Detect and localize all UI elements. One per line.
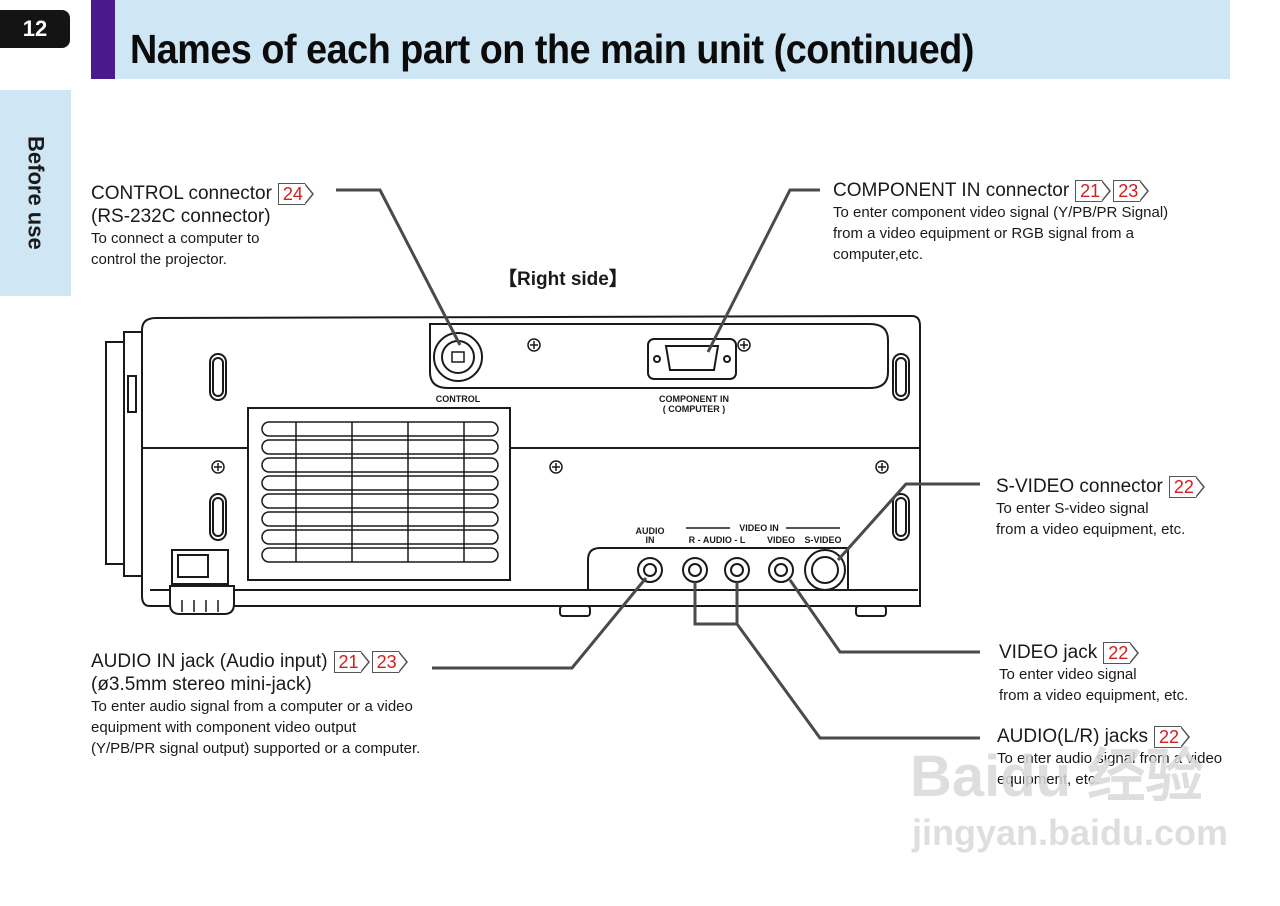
callout-audio-in-subtitle: (ø3.5mm stereo mini-jack) bbox=[91, 674, 312, 695]
panel-label-component-in: COMPONENT IN bbox=[658, 394, 729, 404]
page-ref-23[interactable]: 23 bbox=[1113, 179, 1150, 202]
callout-audio-lr: AUDIO(L/R) jacks 22 To enter audio signa… bbox=[997, 725, 1222, 790]
page-number: 12 bbox=[0, 10, 70, 48]
side-tab-label: Before use bbox=[23, 136, 49, 250]
side-tab bbox=[0, 90, 71, 296]
ref-arrow-icon bbox=[1139, 179, 1150, 202]
panel-label-video-in: VIDEO IN bbox=[739, 523, 779, 533]
ref-arrow-icon bbox=[397, 650, 408, 673]
callout-component-desc-1: To enter component video signal (Y/PB/PR… bbox=[833, 204, 1169, 221]
panel-label-computer: ( COMPUTER ) bbox=[662, 404, 726, 414]
audio-l-jack bbox=[724, 557, 750, 583]
callout-audio-lr-desc-1: To enter audio signal from a video bbox=[997, 750, 1223, 767]
callout-component-desc-3: computer,etc. bbox=[833, 246, 924, 263]
callout-control-title: CONTROL connector bbox=[91, 183, 272, 204]
callout-control-subtitle: (RS-232C connector) bbox=[91, 206, 271, 227]
callout-video-jack-title: VIDEO jack bbox=[999, 642, 1098, 663]
lens-marker bbox=[127, 375, 137, 413]
panel-label-r-audio-l: R - AUDIO - L bbox=[688, 535, 746, 545]
page-ref-21[interactable]: 21 bbox=[333, 650, 370, 673]
callout-svideo-desc-1: To enter S-video signal bbox=[996, 500, 1149, 517]
ref-arrow-icon bbox=[1129, 641, 1140, 664]
audio-r-jack bbox=[682, 557, 708, 583]
callout-control-desc-1: To connect a computer to bbox=[91, 230, 260, 247]
page-title: Names of each part on the main unit (con… bbox=[130, 26, 974, 72]
leader-video-jack bbox=[788, 579, 980, 654]
watermark-logo: Baidu 经验 bbox=[910, 744, 1204, 809]
callout-audio-lr-desc-2: equipment, etc. bbox=[997, 771, 1100, 788]
view-label: 【Right side】 bbox=[498, 269, 628, 290]
leader-component bbox=[706, 188, 820, 353]
ref-arrow-icon bbox=[303, 182, 314, 205]
page-ref-24[interactable]: 24 bbox=[277, 182, 314, 205]
watermark-url: jingyan.baidu.com bbox=[912, 812, 1229, 853]
audio-in-jack bbox=[637, 557, 663, 583]
page-ref-22[interactable]: 22 bbox=[1168, 475, 1205, 498]
page-ref-21[interactable]: 21 bbox=[1075, 179, 1112, 202]
video-jack bbox=[768, 557, 794, 583]
leader-control bbox=[336, 188, 462, 346]
callout-svideo-desc-2: from a video equipment, etc. bbox=[996, 521, 1186, 538]
panel-label-video: VIDEO bbox=[766, 535, 795, 545]
callout-video-jack-desc-1: To enter video signal bbox=[999, 666, 1137, 683]
callout-audio-lr-title: AUDIO(L/R) jacks bbox=[997, 726, 1148, 747]
page-ref-22[interactable]: 22 bbox=[1103, 641, 1140, 664]
leader-svideo bbox=[836, 482, 980, 562]
callout-video-jack-desc-2: from a video equipment, etc. bbox=[999, 687, 1189, 704]
callout-component-desc-2: from a video equipment or RGB signal fro… bbox=[833, 225, 1134, 242]
header-accent bbox=[91, 0, 115, 79]
panel-label-s-video: S-VIDEO bbox=[804, 535, 842, 545]
callout-svideo-title: S-VIDEO connector bbox=[996, 476, 1163, 497]
leader-audio-in bbox=[432, 577, 648, 670]
ref-arrow-icon bbox=[1180, 725, 1190, 748]
leader-audio-lr-bracket bbox=[693, 582, 739, 626]
callout-control-desc-2: control the projector. bbox=[91, 251, 227, 268]
ref-arrow-icon bbox=[1101, 179, 1112, 202]
panel-label-audio-in-1: AUDIO bbox=[635, 526, 665, 536]
callout-audio-in-desc-2: equipment with component video output bbox=[91, 719, 357, 736]
callout-audio-in-desc-3: (Y/PB/PR signal output) supported or a c… bbox=[91, 740, 421, 757]
page-ref-23[interactable]: 23 bbox=[371, 650, 408, 673]
callout-video-jack: VIDEO jack 22 To enter video signal from… bbox=[999, 641, 1188, 706]
component-in-dsub bbox=[664, 345, 720, 371]
panel-label-control: CONTROL bbox=[435, 394, 481, 404]
panel-label-audio-in-2: IN bbox=[645, 535, 655, 545]
header-bar bbox=[91, 0, 1230, 79]
side-tab-label-wrap: Before use bbox=[0, 90, 71, 296]
callout-audio-in: AUDIO IN jack (Audio input) 21 23 (ø3.5m… bbox=[91, 650, 420, 759]
callout-svideo: S-VIDEO connector 22 To enter S-video si… bbox=[996, 475, 1205, 540]
callout-component-title: COMPONENT IN connector bbox=[833, 180, 1070, 201]
leader-audio-lr bbox=[735, 623, 980, 740]
callout-audio-in-desc-1: To enter audio signal from a computer or… bbox=[91, 698, 413, 715]
ref-arrow-icon bbox=[359, 650, 370, 673]
callout-audio-in-title: AUDIO IN jack (Audio input) bbox=[91, 651, 328, 672]
callout-control: CONTROL connector 24 (RS-232C connector)… bbox=[91, 182, 314, 270]
callout-component: COMPONENT IN connector 21 23 To enter co… bbox=[833, 179, 1168, 265]
page-ref-22[interactable]: 22 bbox=[1153, 725, 1190, 748]
adjust-foot bbox=[169, 585, 235, 615]
ref-arrow-icon bbox=[1194, 475, 1205, 498]
s-video-jack bbox=[804, 549, 846, 591]
